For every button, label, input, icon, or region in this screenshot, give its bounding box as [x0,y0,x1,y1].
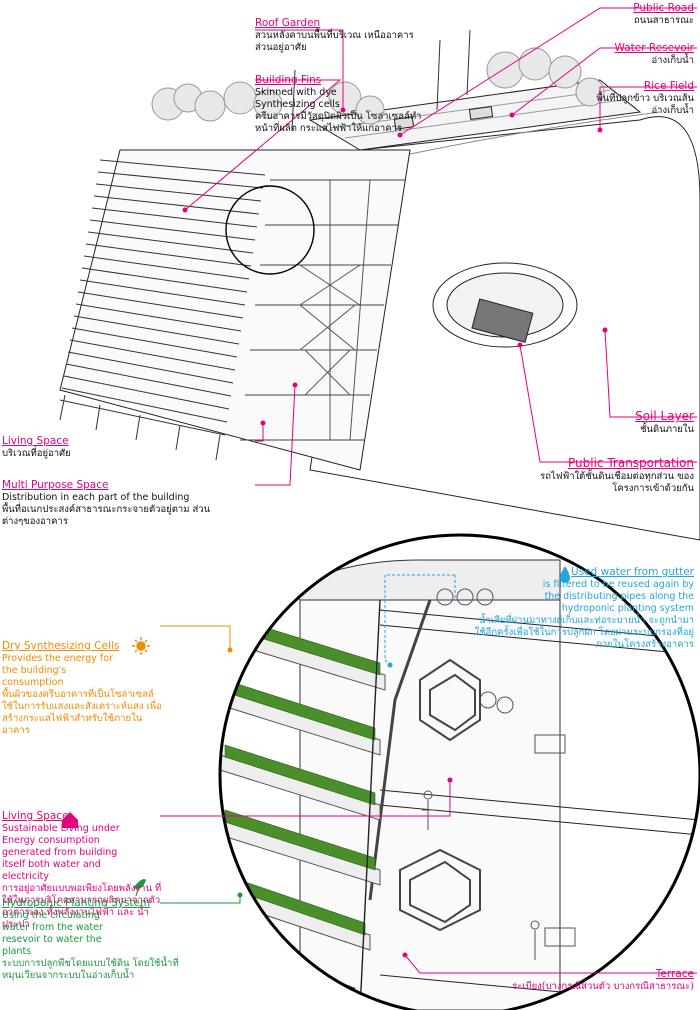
used-water-title: Used water from gutter [571,566,694,578]
label-public-road: Public Road ถนนสาธารณะ [544,2,694,27]
living-space-bottom-title: Living Space [2,810,69,822]
label-used-water: Used water from gutter is filtered to be… [474,566,694,651]
rice-field-thai: พื้นที่ปลูกข้าว บริเวณส้นอ่างเก็บน้ำ [596,93,694,116]
building-fins-lines [59,159,266,436]
hydroponic-title: Hydroponic Planting System [2,897,151,909]
leader-used-water [384,574,455,666]
sun-icon [132,637,150,655]
leader-hydroponic [160,895,241,904]
living-space-top-thai: บริเวณที่อยู่อาศัย [2,448,71,459]
label-hydroponic: Hydroponic Planting System Using the cir… [2,897,187,982]
label-multi-purpose: Multi Purpose Space Distribution in each… [2,479,262,528]
building-fins-desc: Skinned with dye Synthesizing cells [255,87,340,110]
used-water-desc: is filtered to be reused again by the di… [542,579,694,614]
leader-living-bottom [160,780,451,817]
label-roof-garden: Roof Garden สวนหลังคาบนพื้นที่บริเวณ เหน… [255,17,465,54]
rice-field-title: Rice Field [643,80,694,92]
building-block [59,149,411,471]
label-soil-layer: Soil Layer ชั้นดินภายใน [544,409,694,436]
living-space-top-title: Living Space [2,435,69,447]
label-living-space-top: Living Space บริเวณที่อยู่อาศัย [2,435,202,460]
label-rice-field: Rice Field พื้นที่ปลูกข้าว บริเวณส้นอ่าง… [584,80,694,117]
leaf-icon [133,879,146,897]
leader-dry-cells [160,625,231,650]
hydroponic-thai: ระบบการปลูกพืชโดยแบบใช้ดิน โดยใช้น้ำที่ห… [2,958,179,981]
top-section-drawing [59,7,700,541]
multi-purpose-thai: พื้นที่อเนกประสงค์สาธารณะกระจายตัวอยู่ตา… [2,504,211,527]
house-icon [62,812,78,828]
multi-purpose-desc: Distribution in each part of the buildin… [2,492,190,503]
public-road-title: Public Road [633,2,694,14]
detail-circle-top [225,185,315,275]
building-fins-thai: ครีบอาคารมีวัสดุปิดผิวเป็น โซล่าเซลล์ทำห… [255,111,422,134]
label-living-space-bottom: Living Space Sustainable Living under En… [2,810,167,931]
detail-circle-bottom [218,533,700,1010]
hydroponic-desc: Using the circulating water from the wat… [2,910,103,957]
dry-cells-desc: Provides the energy for the building's c… [2,653,113,688]
label-terrace: Terrace ระเบียง(บางกรณีส่วนตัว บางกรณีสา… [434,968,694,993]
living-space-bottom-thai: การอยู่อาศัยแบบพอเพียงโดยพลังงาน ที่ใช้ใ… [2,883,162,930]
roof-garden-thai: สวนหลังคาบนพื้นที่บริเวณ เหนืออาคารส่วนอ… [255,30,414,53]
soil-layer-title: Soil Layer [635,409,694,423]
water-drop-icon [560,566,570,583]
water-reservoir-thai: อ่างเก็บน้ำ [651,55,694,66]
trees [151,47,605,125]
leader-terrace [404,954,697,974]
used-water-thai: น้ำเสียที่ผ่านมาทางผู้เก็บและท่อระบายน้ำ… [474,615,694,650]
public-transportation-thai: รถไฟฟ้าใต้ชั้นดินเชื่อมต่อทุกส่วน ของโคร… [540,471,694,494]
multi-purpose-title: Multi Purpose Space [2,479,109,491]
dry-cells-thai: พื้นผิวของครีบอาคารที่เป็นโซล่าเซลล์ ใช้… [2,689,162,736]
water-reservoir-title: Water Resevoir [614,42,694,54]
label-building-fins: Building Fins Skinned with dye Synthesiz… [255,74,430,135]
roof-garden-title: Roof Garden [255,17,321,29]
label-public-transportation: Public Transportation รถไฟฟ้าใต้ชั้นดินเ… [504,456,694,495]
dry-cells-title: Dry Synthesizing Cells [2,640,120,652]
label-dry-cells: Dry Synthesizing Cells Provides the ener… [2,640,167,737]
leader-lines-top [184,7,697,486]
building-fins-title: Building Fins [255,74,322,86]
living-space-bottom-desc: Sustainable Living under Energy consumpt… [2,823,120,882]
soil-layer-thai: ชั้นดินภายใน [640,424,694,435]
label-water-reservoir: Water Resevoir อ่างเก็บน้ำ [544,42,694,67]
terrace-thai: ระเบียง(บางกรณีส่วนตัว บางกรณีสาธารณะ) [512,981,694,992]
terrace-title: Terrace [655,968,694,980]
public-road-thai: ถนนสาธารณะ [633,15,694,26]
public-transportation-title: Public Transportation [568,456,694,470]
